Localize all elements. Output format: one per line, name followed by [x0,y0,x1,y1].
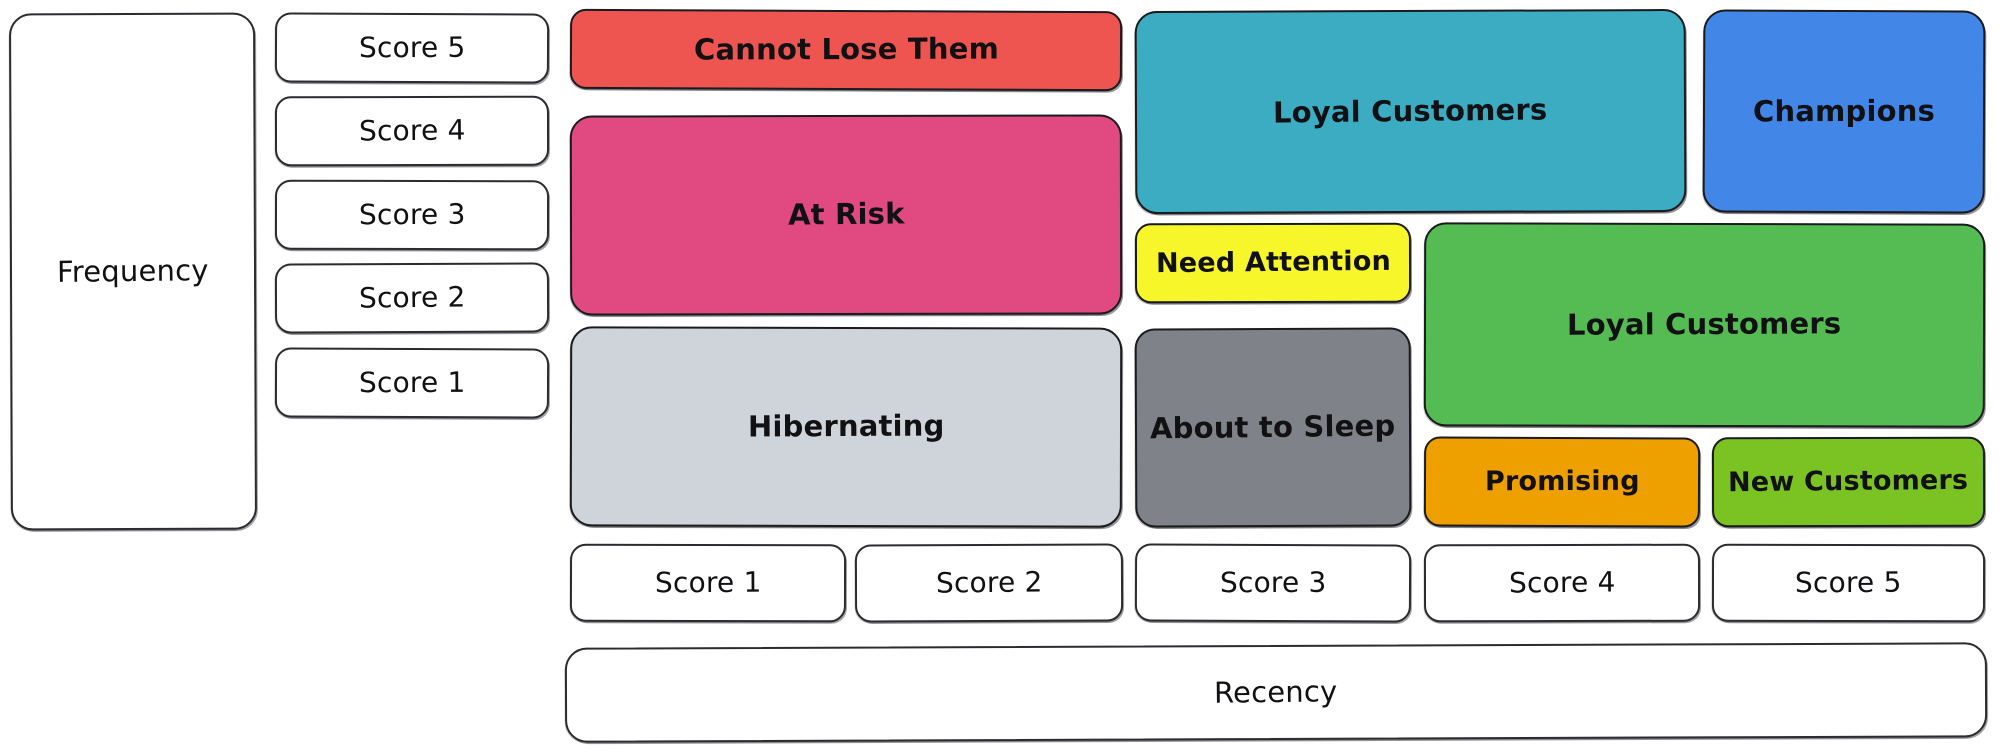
recency-score-3-label: Score 3 [1134,543,1412,623]
segment-loyal-customers-green[interactable]: Loyal Customers [1423,222,1986,428]
recency-axis-label: Recency [564,642,1988,743]
recency-score-2-label: Score 2 [854,543,1124,623]
segment-at-risk[interactable]: At Risk [569,114,1123,316]
frequency-score-3-label: Score 3 [274,179,550,251]
recency-score-5-label: Score 5 [1711,543,1986,623]
segment-about-to-sleep[interactable]: About to Sleep [1134,327,1412,528]
recency-score-4-label: Score 4 [1423,543,1701,623]
recency-score-1-label: Score 1 [569,543,847,623]
segment-need-attention[interactable]: Need Attention [1134,222,1412,304]
frequency-axis-text: Frequency [56,252,209,289]
frequency-score-4-label: Score 4 [274,95,550,167]
frequency-score-1-label: Score 1 [274,347,550,419]
segment-hibernating[interactable]: Hibernating [569,326,1123,528]
segment-champions[interactable]: Champions [1702,9,1986,214]
recency-axis-text: Recency [1214,674,1338,710]
segment-new-customers[interactable]: New Customers [1711,436,1986,528]
segment-promising[interactable]: Promising [1423,436,1701,528]
frequency-score-2-label: Score 2 [274,262,550,334]
segment-loyal-customers-teal[interactable]: Loyal Customers [1134,8,1687,215]
frequency-score-5-label: Score 5 [274,12,550,84]
segment-cannot-lose-them[interactable]: Cannot Lose Them [569,8,1123,92]
frequency-axis-label: Frequency [9,12,257,531]
